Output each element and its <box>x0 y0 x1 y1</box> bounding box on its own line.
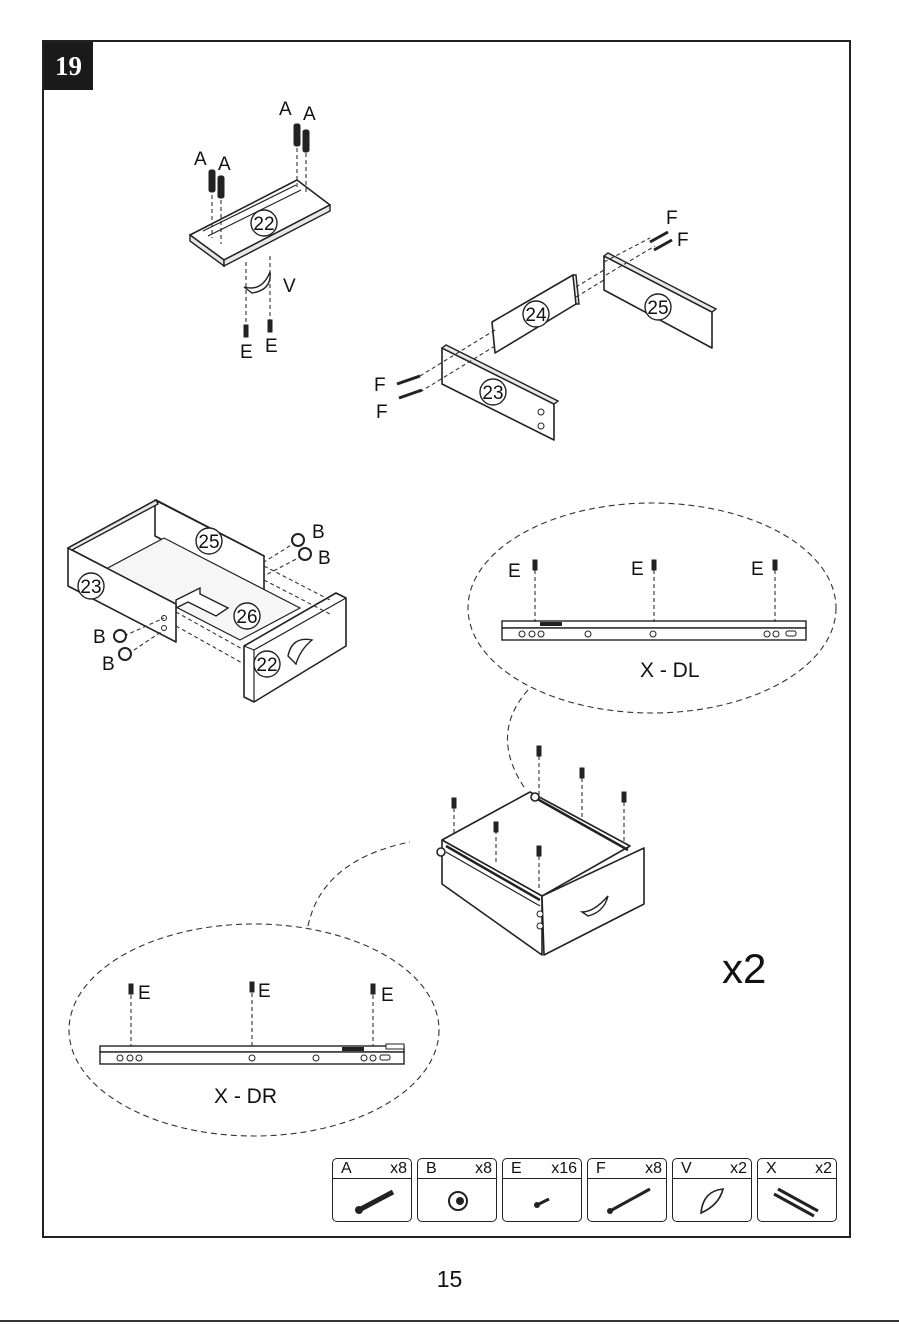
hardware-qty: x2 <box>730 1159 747 1178</box>
screw-icon <box>533 560 537 570</box>
screw-icon <box>399 390 422 398</box>
label-a: A <box>279 99 292 120</box>
handle-icon <box>244 272 270 293</box>
label-e: E <box>240 342 253 363</box>
label-f: F <box>677 230 689 251</box>
part-22-label: 22 <box>253 214 274 235</box>
label-a: A <box>303 104 316 125</box>
part-23-label: 23 <box>80 577 101 598</box>
screw-icon <box>244 325 248 337</box>
label-a: A <box>194 149 207 170</box>
right-rail-caption: X - DR <box>214 1085 277 1108</box>
screw-icon <box>650 232 668 242</box>
label-e: E <box>751 559 764 580</box>
label-e: E <box>631 559 644 580</box>
handle-icon <box>673 1179 753 1221</box>
hardware-code: V <box>681 1159 692 1178</box>
cam-lock-icon <box>292 534 304 546</box>
hardware-code: E <box>511 1159 522 1178</box>
right-rail-callout: E E E X - DR <box>69 842 439 1136</box>
long-screw-icon <box>588 1179 668 1221</box>
hardware-qty: x8 <box>475 1159 492 1178</box>
drawer-slide-icon <box>758 1179 838 1221</box>
label-f: F <box>376 402 388 423</box>
label-e: E <box>508 561 521 582</box>
assembled-drawer-figure <box>437 746 644 955</box>
screw-icon <box>773 560 777 570</box>
dowel-icon <box>294 124 300 146</box>
cam-lock-icon <box>299 548 311 560</box>
part-25-label: 25 <box>647 298 668 319</box>
page-bottom-rule <box>0 1320 899 1322</box>
screw-icon <box>268 320 272 332</box>
screw-icon <box>452 798 456 808</box>
hardware-qty: x8 <box>645 1159 662 1178</box>
dowel-icon <box>218 176 224 198</box>
short-screw-icon <box>503 1179 583 1221</box>
dowel-icon <box>333 1179 413 1221</box>
side-panels-figure: 24 25 23 F F F F <box>374 208 716 440</box>
label-b: B <box>312 522 325 543</box>
screw-icon <box>397 376 420 384</box>
screw-icon <box>129 984 133 994</box>
hardware-code: F <box>596 1159 606 1178</box>
screw-icon <box>494 822 498 832</box>
left-rail-caption: X - DL <box>640 659 700 682</box>
screw-icon <box>622 792 626 802</box>
label-e: E <box>258 981 271 1002</box>
screw-icon <box>652 560 656 570</box>
dowel-icon <box>303 130 309 152</box>
hardware-code: X <box>766 1159 777 1178</box>
label-e: E <box>381 985 394 1006</box>
screw-icon <box>537 746 541 756</box>
cam-lock-icon <box>114 630 126 642</box>
part-24-label: 24 <box>525 305 547 326</box>
screw-icon <box>250 982 254 992</box>
label-e: E <box>265 336 278 357</box>
hardware-qty: x16 <box>551 1159 577 1178</box>
hardware-qty: x2 <box>815 1159 832 1178</box>
page-number: 15 <box>0 1266 899 1293</box>
hardware-code: B <box>426 1159 437 1178</box>
dowel-icon <box>209 170 215 192</box>
part-22-label: 22 <box>256 655 277 676</box>
label-e: E <box>138 983 151 1004</box>
screw-icon <box>654 240 672 250</box>
label-f: F <box>374 375 386 396</box>
hardware-qty: x8 <box>390 1159 407 1178</box>
label-b: B <box>93 627 106 648</box>
front-panel-22-figure: 22 A A A A V E E <box>190 99 330 363</box>
screw-icon <box>580 768 584 778</box>
screw-icon <box>537 846 541 856</box>
left-rail-callout: E E E X - DL <box>468 503 836 790</box>
quantity-multiplier: x2 <box>722 945 766 992</box>
part-26-label: 26 <box>236 607 257 628</box>
part-25-label: 25 <box>198 532 219 553</box>
label-f: F <box>666 208 678 229</box>
part-23-label: 23 <box>482 383 503 404</box>
cam-lock-icon <box>418 1179 498 1221</box>
label-b: B <box>318 548 331 569</box>
drawer-box-figure: 25 26 23 22 B B B <box>68 500 346 702</box>
cam-lock-icon <box>119 648 131 660</box>
hardware-code: A <box>341 1159 352 1178</box>
label-a: A <box>218 154 231 175</box>
label-b: B <box>102 654 115 675</box>
screw-icon <box>371 984 375 994</box>
label-v: V <box>283 276 296 297</box>
